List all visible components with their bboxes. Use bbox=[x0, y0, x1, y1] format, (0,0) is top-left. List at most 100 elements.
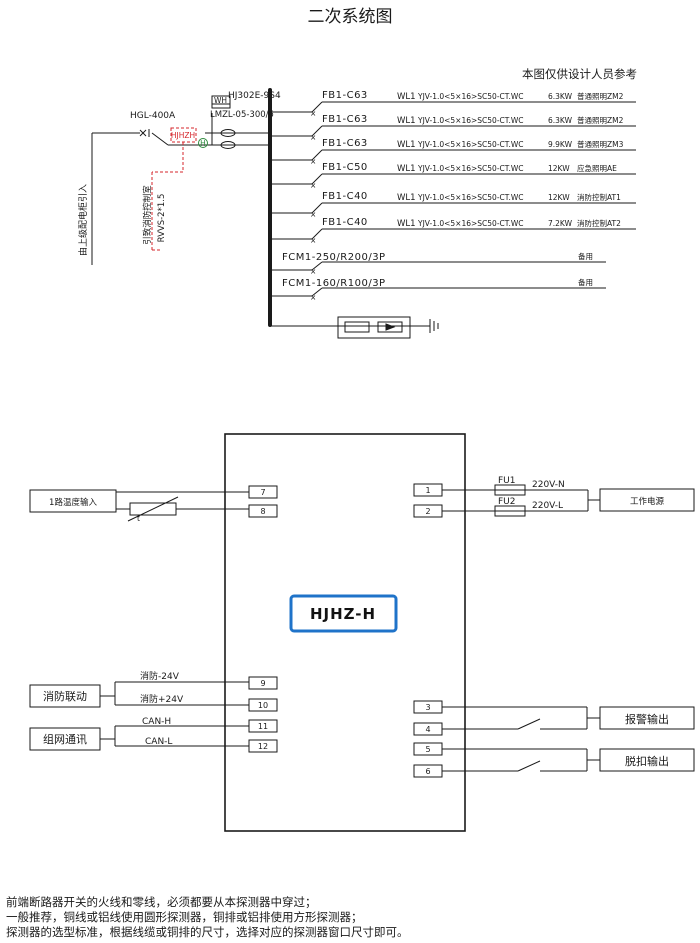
circuit-breaker-label: FB1-C63 bbox=[322, 138, 368, 149]
circuit-load-label: 普通照明ZM2 bbox=[577, 91, 624, 101]
circuit-breaker-blade bbox=[311, 149, 323, 161]
meter-box bbox=[211, 95, 231, 109]
trip-label: 脱扣输出 bbox=[625, 754, 669, 768]
breaker-blade bbox=[151, 132, 169, 146]
incoming-breaker-label: HGL-400A bbox=[130, 111, 176, 121]
temp-input-label: 1路温度输入 bbox=[49, 497, 97, 508]
voltage-n-label: 220V-N bbox=[532, 480, 565, 490]
source-note: 由上级配电柜引入 bbox=[77, 184, 89, 256]
spare-breaker-label: FCM1-160/R100/3P bbox=[282, 278, 386, 289]
circuit-line-label: WL1 bbox=[397, 140, 416, 150]
circuit-breaker-label: FB1-C40 bbox=[322, 191, 368, 202]
terminal-3: 3 bbox=[413, 700, 443, 714]
temp-input-box bbox=[29, 489, 117, 513]
fu1-label: FU1 bbox=[498, 476, 516, 486]
network-label: 组网通讯 bbox=[43, 732, 87, 746]
alarm-box bbox=[599, 706, 695, 730]
circuit-breaker-x-icon: × bbox=[310, 181, 316, 190]
terminal-10: 10 bbox=[248, 698, 278, 712]
circuit-breaker-label: FB1-C63 bbox=[322, 114, 368, 125]
circuit-line-label: WL1 bbox=[397, 219, 416, 229]
circuit-breaker-x-icon: × bbox=[310, 236, 316, 245]
terminal-8: 8 bbox=[248, 504, 278, 518]
circuit-breaker-x-icon: × bbox=[310, 157, 316, 166]
terminal-number: 12 bbox=[258, 742, 268, 751]
spare-breaker-x-icon: × bbox=[310, 293, 316, 302]
circuit-load-label: 普通照明ZM3 bbox=[577, 139, 624, 149]
device-body bbox=[224, 433, 466, 832]
footer-note-3: 探测器的选型标准，根据线缆或铜排的尺寸，选择对应的探测器窗口尺寸即可。 bbox=[6, 925, 409, 939]
model-frame bbox=[289, 594, 398, 633]
circuit-power-label: 6.3KW bbox=[548, 92, 573, 101]
surge-element-1 bbox=[344, 321, 370, 333]
circuit-cable-label: YJV-1.0<5×16>SC50-CT.WC bbox=[417, 219, 524, 228]
circuit-load-label: 应急照明AE bbox=[577, 163, 617, 173]
circuit-cable-label: YJV-1.0<5×16>SC50-CT.WC bbox=[417, 92, 524, 101]
terminal-9: 9 bbox=[248, 676, 278, 690]
terminal-4: 4 bbox=[413, 722, 443, 736]
circuit-breaker-x-icon: × bbox=[310, 109, 316, 118]
ct-coil-1 bbox=[220, 129, 236, 137]
terminal-number: 3 bbox=[425, 703, 430, 712]
circuit-power-label: 6.3KW bbox=[548, 116, 573, 125]
circuit-line-label: WL1 bbox=[397, 164, 416, 174]
terminal-11: 11 bbox=[248, 719, 278, 733]
circuit-breaker-blade bbox=[311, 101, 323, 113]
terminal-5: 5 bbox=[413, 742, 443, 756]
terminal-box bbox=[248, 676, 278, 690]
spare-label: 备用 bbox=[578, 251, 593, 261]
circuit-cable-label: YJV-1.0<5×16>SC50-CT.WC bbox=[417, 140, 524, 149]
circuit-power-label: 12KW bbox=[548, 193, 570, 202]
circuit-breaker-blade bbox=[311, 228, 323, 240]
circuit-power-label: 9.9KW bbox=[548, 140, 573, 149]
power-label: 工作电源 bbox=[630, 496, 665, 507]
circuit-line-label: WL1 bbox=[397, 116, 416, 126]
surge-arrow-icon bbox=[385, 323, 396, 331]
trip-box bbox=[599, 748, 695, 772]
terminal-number: 2 bbox=[425, 507, 430, 516]
fuse-fu1 bbox=[494, 484, 526, 496]
footer-note-2: 一般推荐，铜线或铝线使用圆形探测器，铜排或铝排使用方形探测器； bbox=[6, 910, 363, 924]
terminal-number: 9 bbox=[260, 679, 265, 688]
terminal-6: 6 bbox=[413, 764, 443, 778]
meter-icon: WH bbox=[214, 96, 227, 105]
spare-breaker-label: FCM1-250/R200/3P bbox=[282, 252, 386, 263]
h-indicator-label: H bbox=[200, 139, 206, 148]
detector-label: HJHZH bbox=[171, 131, 195, 140]
device-model: HJHZ-H bbox=[310, 605, 376, 623]
circuit-load-label: 消防控制AT2 bbox=[577, 218, 621, 228]
terminal-12: 12 bbox=[248, 739, 278, 753]
circuit-line-label: WL1 bbox=[397, 92, 416, 102]
circuit-breaker-label: FB1-C50 bbox=[322, 162, 368, 173]
spare-breaker-blade bbox=[311, 261, 323, 271]
terminal-7: 7 bbox=[248, 485, 278, 499]
circuit-breaker-label: FB1-C40 bbox=[322, 217, 368, 228]
footer-note-1: 前端断路器开关的火线和零线，必须都要从本探测器中穿过； bbox=[6, 895, 317, 909]
circuit-power-label: 12KW bbox=[548, 164, 570, 173]
terminal-number: 10 bbox=[258, 701, 268, 710]
terminal-1: 1 bbox=[413, 483, 443, 497]
terminal-number: 5 bbox=[425, 745, 430, 754]
terminal-number: 7 bbox=[260, 488, 265, 497]
alarm-label: 报警输出 bbox=[625, 712, 669, 726]
fire-plus-label: 消防+24V bbox=[140, 693, 184, 705]
right-outputs bbox=[442, 484, 695, 772]
spare-breaker-blade bbox=[311, 287, 323, 297]
fire-cable-spec: RVVS-2*1.5 bbox=[157, 194, 167, 243]
device-wiring bbox=[224, 433, 466, 832]
ct-coil-2 bbox=[220, 141, 236, 149]
fu2-label: FU2 bbox=[498, 497, 516, 507]
terminal-number: 1 bbox=[425, 486, 430, 495]
incoming-section bbox=[91, 88, 439, 339]
circuit-load-label: 普通照明ZM2 bbox=[577, 115, 624, 125]
circuit-breaker-blade bbox=[311, 202, 323, 214]
power-box bbox=[599, 488, 695, 512]
surge-element-2 bbox=[377, 321, 403, 333]
footer-notes: 前端断路器开关的火线和零线，必须都要从本探测器中穿过； 一般推荐，铜线或铝线使用… bbox=[6, 895, 409, 940]
